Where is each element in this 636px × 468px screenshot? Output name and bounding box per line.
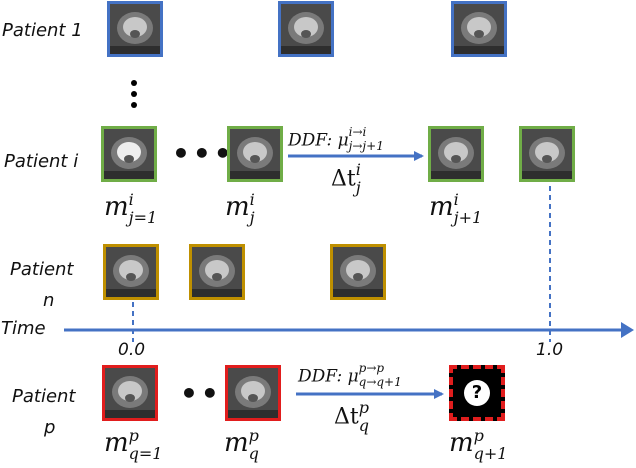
mri-tile-patient-i-j (227, 126, 283, 182)
mri-image (228, 368, 278, 418)
mri-tile-patient-n-a (103, 244, 159, 300)
time-axis-arrowhead (621, 322, 634, 338)
label-patient-i: Patient i (4, 151, 79, 172)
mri-tile-patient-i-j-next (428, 126, 484, 182)
mri-image (454, 4, 504, 54)
label-patient-p-bottom: p (44, 417, 56, 438)
mri-tile-patient-i-j1 (101, 126, 157, 182)
mri-image (110, 4, 160, 54)
mri-tile-patient-n-c (330, 244, 386, 300)
mri-tile-patient1-b (278, 1, 334, 57)
mri-image (522, 129, 572, 179)
mri-tile-patient1-c (451, 1, 507, 57)
label-patient-n-bottom: n (43, 290, 55, 311)
mri-image (333, 247, 383, 297)
mri-image (192, 247, 242, 297)
mri-tile-patient-i-last (519, 126, 575, 182)
time-tick-1: 1.0 (536, 340, 564, 360)
mri-image (230, 129, 280, 179)
mri-tile-patient-p-unknown: ? (449, 365, 505, 421)
mri-tile-patient1-a (107, 1, 163, 57)
label-patient-p-top: Patient (12, 386, 76, 407)
label-time: Time (1, 318, 46, 339)
label-patient-n-top: Patient (10, 259, 74, 280)
mri-image (105, 368, 155, 418)
mri-image (106, 247, 156, 297)
label-patient-1: Patient 1 (2, 20, 83, 41)
mri-tile-patient-n-b (189, 244, 245, 300)
mri-image (104, 129, 154, 179)
ellipsis-patient-i: ••• (172, 137, 235, 170)
vertical-ellipsis (131, 80, 137, 110)
question-mark-icon: ? (464, 380, 490, 406)
mri-image (431, 129, 481, 179)
mri-tile-patient-p-q (225, 365, 281, 421)
mri-tile-patient-p-q1 (102, 365, 158, 421)
time-tick-0: 0.0 (118, 340, 146, 360)
mri-image (281, 4, 331, 54)
